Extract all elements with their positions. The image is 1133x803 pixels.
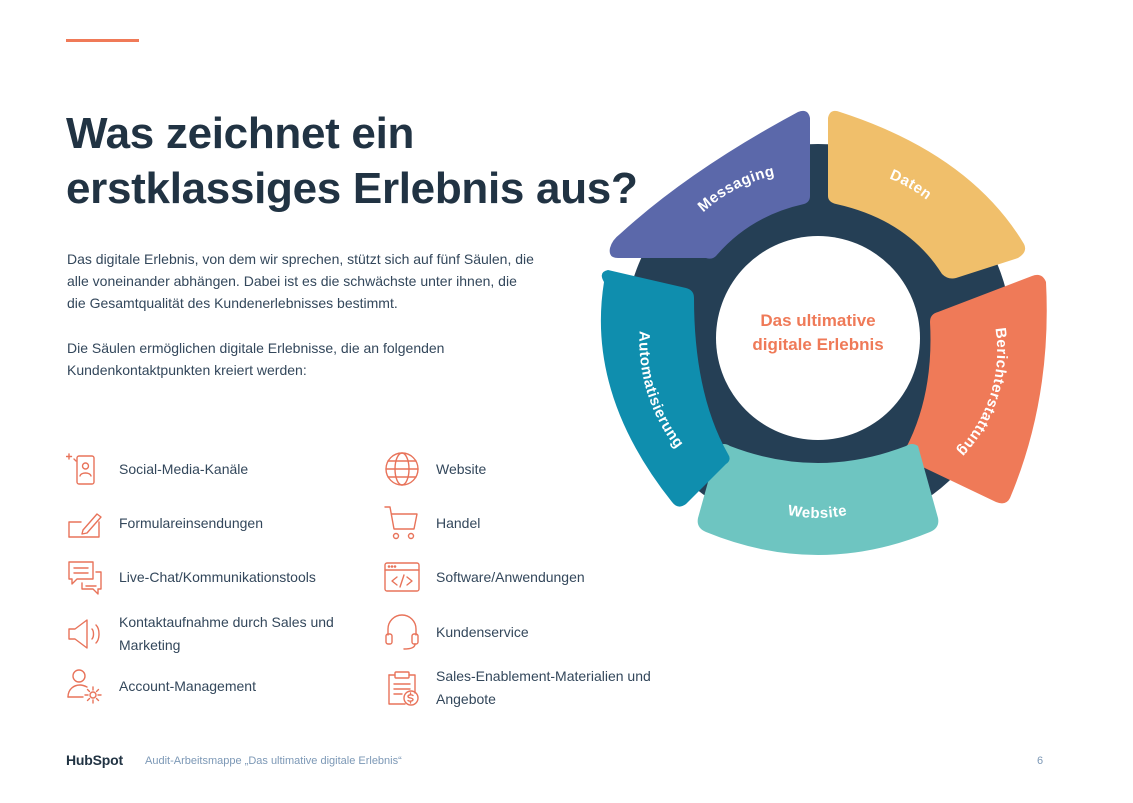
touchpoint-label: Handel xyxy=(436,514,481,531)
globe-icon xyxy=(383,450,421,488)
touchpoint-website: Website xyxy=(383,450,656,488)
touchpoint-software: Software/Anwendungen xyxy=(383,558,656,596)
intro-paragraph-1: Das digitale Erlebnis, von dem wir sprec… xyxy=(67,251,534,311)
title-line-1: Was zeichnet ein xyxy=(66,109,415,158)
footer-title: Audit-Arbeitsmappe „Das ultimative digit… xyxy=(145,755,402,767)
social-media-icon xyxy=(66,450,104,488)
segment-website xyxy=(697,444,939,555)
touchpoint-label: Sales-Enablement-Materialien und Angebot… xyxy=(436,668,651,707)
accent-rule xyxy=(66,39,139,42)
wheel-center-line-1: Das ultimative xyxy=(760,311,875,330)
wheel-center-line-2: digitale Erlebnis xyxy=(752,335,883,354)
touchpoint-label: Kundenservice xyxy=(436,623,529,640)
touchpoint-label: Account-Management xyxy=(119,677,256,694)
touchpoint-label: Kontaktaufnahme durch Sales und Marketin… xyxy=(119,614,334,653)
page-title: Was zeichnet ein erstklassiges Erlebnis … xyxy=(66,106,638,216)
touchpoint-label: Website xyxy=(436,460,487,477)
wheel-center xyxy=(716,236,920,440)
segment-daten xyxy=(828,110,1026,279)
account-gear-icon xyxy=(66,667,104,705)
touchpoint-label: Formulareinsendungen xyxy=(119,514,263,531)
document-dollar-icon xyxy=(383,669,421,707)
hubspot-logo: HubSpot xyxy=(66,752,123,768)
touchpoint-customer-service: Kundenservice xyxy=(383,613,656,651)
segment-label-website: Website xyxy=(787,502,848,522)
touchpoint-sales-marketing: Kontaktaufnahme durch Sales und Marketin… xyxy=(66,611,339,657)
shopping-cart-icon xyxy=(383,504,421,542)
touchpoint-social-media: Social-Media-Kanäle xyxy=(66,450,339,488)
segment-automatisierung xyxy=(600,270,730,507)
touchpoint-forms: Formulareinsendungen xyxy=(66,504,339,542)
touchpoint-account-management: Account-Management xyxy=(66,667,339,705)
code-window-icon xyxy=(383,558,421,596)
segment-berichterstattung xyxy=(904,274,1047,504)
pillars-wheel-diagram: Messaging Daten Berichterstattung Websit… xyxy=(600,110,1047,555)
form-submission-icon xyxy=(66,504,104,542)
segment-messaging xyxy=(609,110,810,259)
svg-text:Website: Website xyxy=(787,502,849,522)
title-line-2: erstklassiges Erlebnis aus? xyxy=(66,164,638,213)
chat-icon xyxy=(66,558,104,596)
megaphone-icon xyxy=(66,615,104,653)
touchpoint-label: Live-Chat/Kommunikationstools xyxy=(119,568,316,585)
intro-paragraph-2: Die Säulen ermöglichen digitale Erlebnis… xyxy=(67,340,445,378)
touchpoint-label: Software/Anwendungen xyxy=(436,568,585,585)
touchpoint-sales-enablement: Sales-Enablement-Materialien und Angebot… xyxy=(383,665,656,711)
headset-icon xyxy=(383,613,421,651)
touchpoint-commerce: Handel xyxy=(383,504,656,542)
touchpoint-label: Social-Media-Kanäle xyxy=(119,460,249,477)
touchpoint-live-chat: Live-Chat/Kommunikationstools xyxy=(66,558,339,596)
page-number: 6 xyxy=(1037,755,1044,767)
